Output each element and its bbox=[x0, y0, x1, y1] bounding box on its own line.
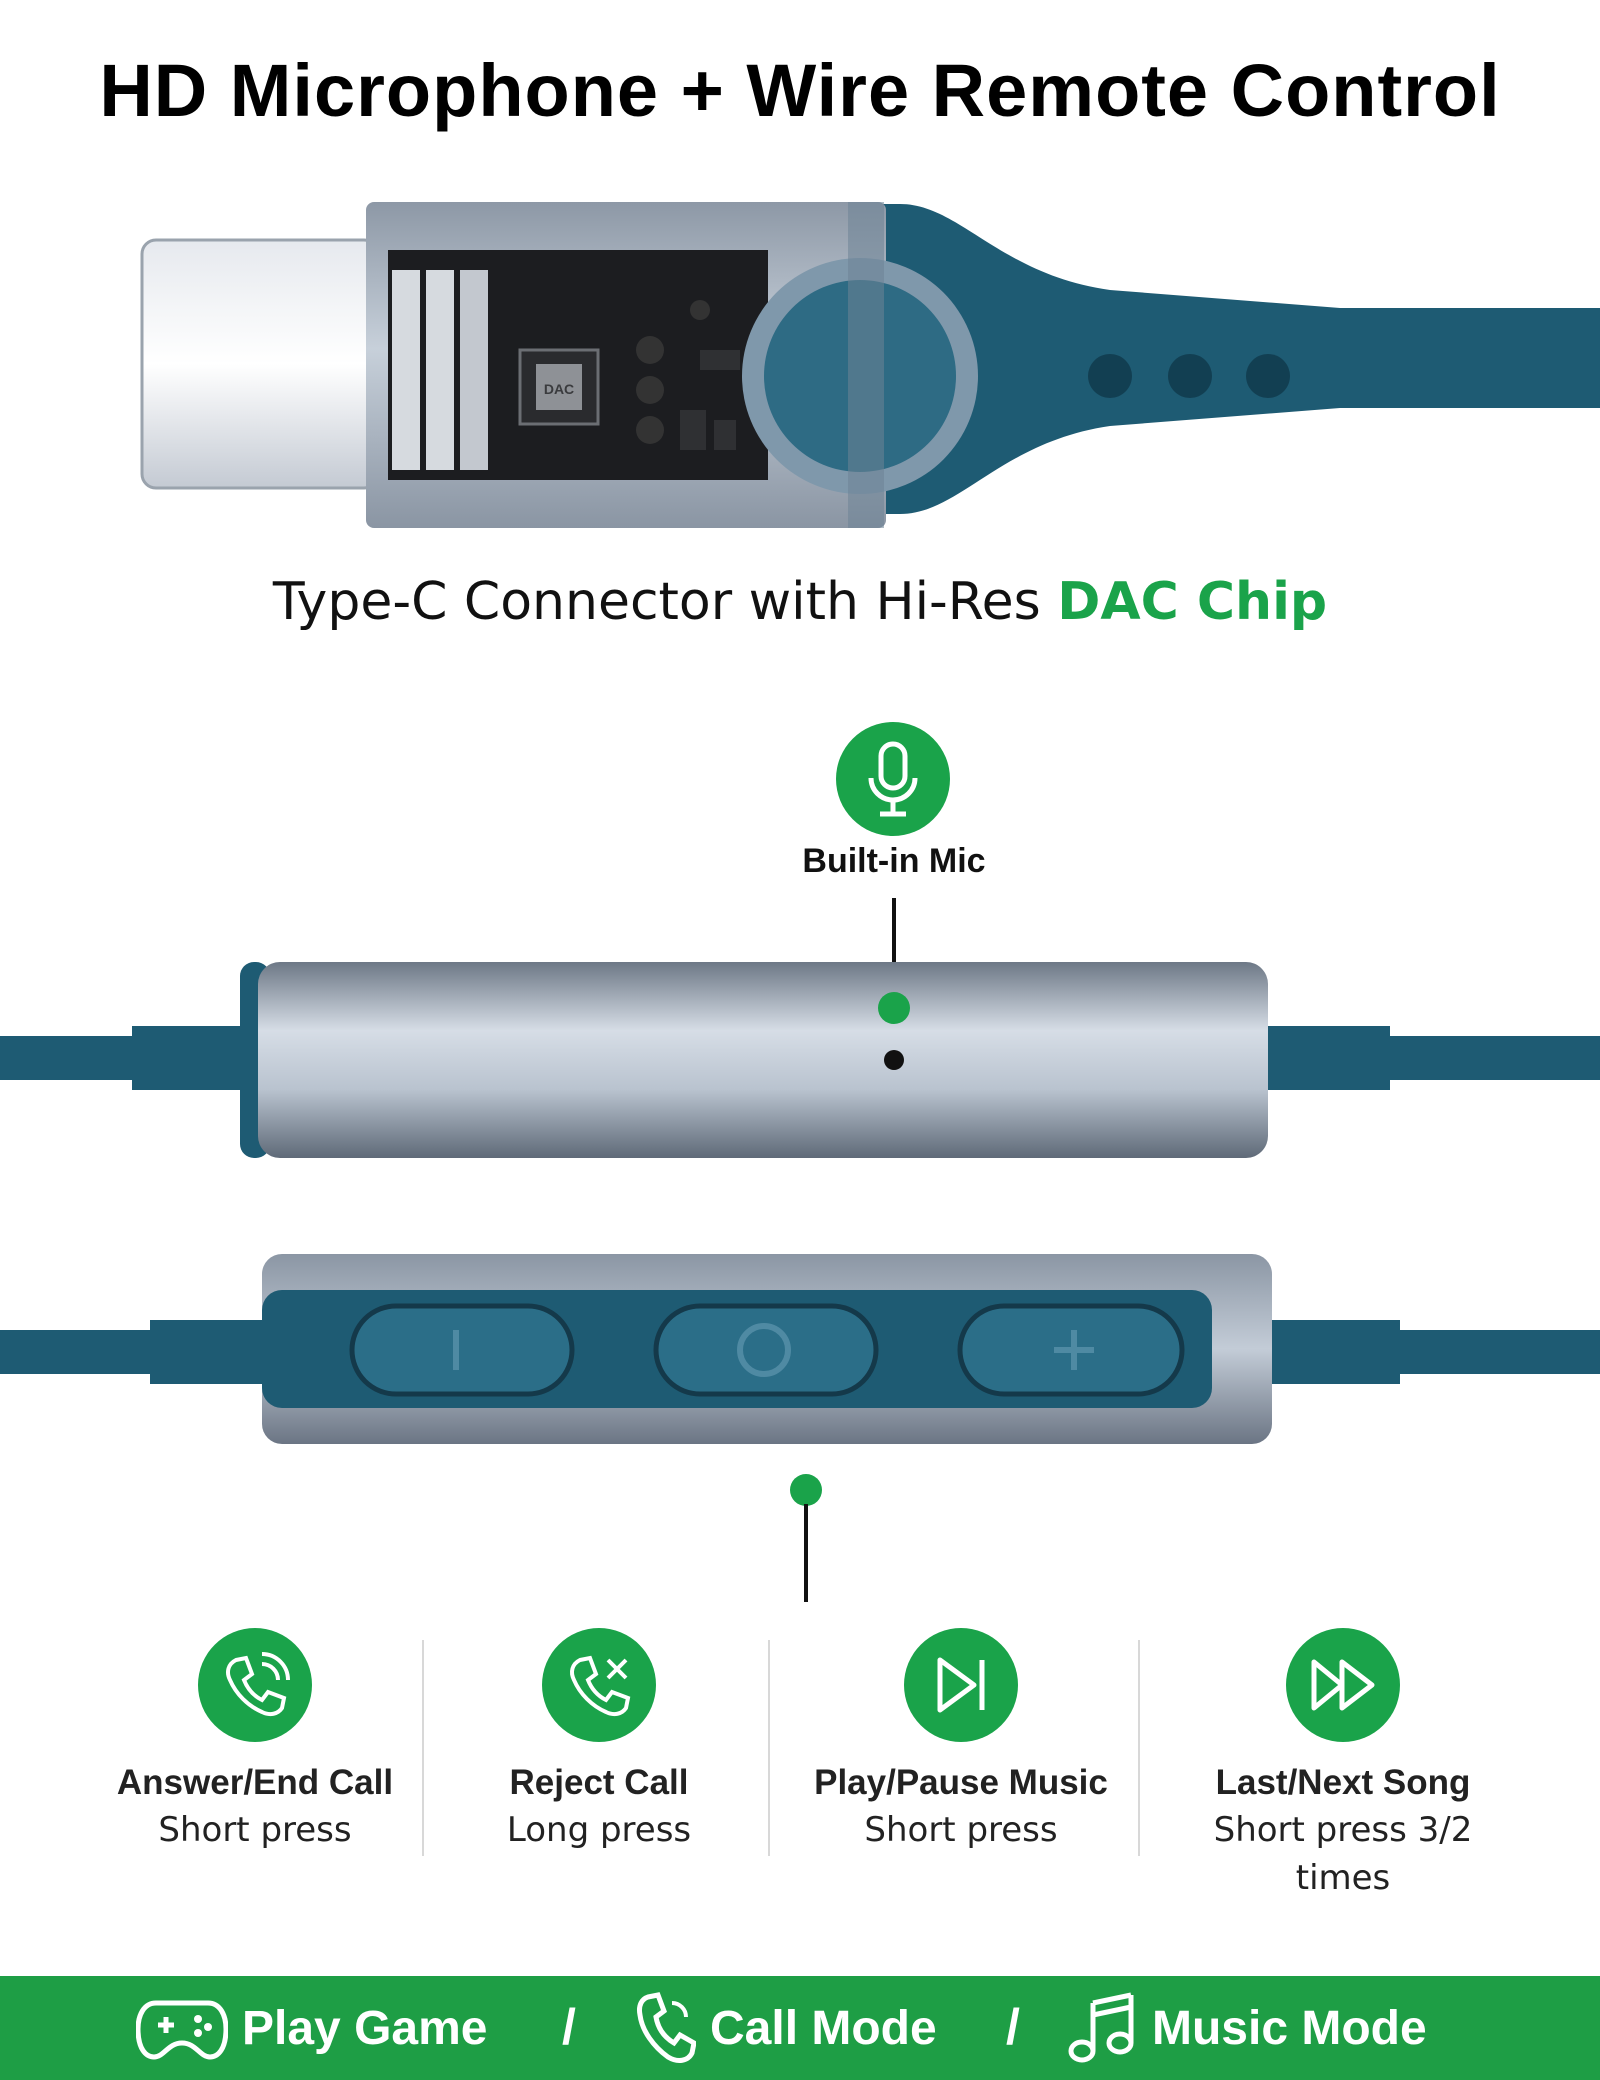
connector-caption: Type-C Connector with Hi-Res DAC Chip bbox=[0, 572, 1600, 632]
feature-title: Answer/End Call bbox=[116, 1763, 394, 1802]
feature-play-pause-music: Play/Pause Music Short press bbox=[786, 1628, 1136, 1854]
caption-text: Type-C Connector with Hi-Res bbox=[272, 572, 1058, 632]
phone-reject-icon bbox=[570, 1655, 631, 1717]
built-in-mic-label: Built-in Mic bbox=[802, 842, 986, 880]
column-divider bbox=[422, 1640, 424, 1856]
feature-last-next-song: Last/Next Song Short press 3/2 times bbox=[1168, 1628, 1518, 1902]
button-indicator-dot bbox=[790, 1474, 822, 1506]
icon-badge bbox=[198, 1628, 312, 1742]
fast-forward-icon bbox=[1311, 1659, 1375, 1711]
mic-hole bbox=[884, 1050, 904, 1070]
feature-title: Play/Pause Music bbox=[814, 1763, 1108, 1802]
type-c-connector-illustration: DAC bbox=[140, 202, 1600, 528]
microphone-icon bbox=[868, 741, 918, 817]
boot-hole bbox=[1088, 354, 1132, 398]
icon-badge bbox=[904, 1628, 1018, 1742]
phone-icon bbox=[637, 1992, 696, 2063]
feature-subtitle: Long press bbox=[506, 1810, 692, 1850]
feature-subtitle: Short press bbox=[158, 1810, 352, 1850]
mode-music: Music Mode bbox=[1066, 1976, 1427, 2080]
gamepad-icon bbox=[136, 2000, 228, 2060]
phone-ringing-icon bbox=[226, 1652, 290, 1717]
volume-up-button bbox=[957, 1303, 1185, 1397]
modes-bar: Play Game / Call Mode / Music Mode bbox=[0, 1976, 1600, 2080]
play-pause-icon bbox=[937, 1657, 985, 1713]
column-divider bbox=[1138, 1640, 1140, 1856]
play-pause-button bbox=[653, 1303, 879, 1397]
page-title: HD Microphone + Wire Remote Control bbox=[99, 49, 1501, 132]
feature-title: Reject Call bbox=[509, 1763, 689, 1802]
boot-hole bbox=[1168, 354, 1212, 398]
mode-label: Music Mode bbox=[1152, 2001, 1427, 2055]
caption-accent: DAC Chip bbox=[1057, 572, 1328, 632]
mic-indicator-dot bbox=[878, 992, 910, 1024]
feature-answer-end-call: Answer/End Call Short press bbox=[80, 1628, 430, 1854]
icon-badge bbox=[1286, 1628, 1400, 1742]
feature-reject-call: Reject Call Long press bbox=[424, 1628, 774, 1854]
remote-mic-side bbox=[258, 962, 1268, 1158]
icon-badge bbox=[542, 1628, 656, 1742]
feature-subtitle: Short press 3/2 times bbox=[1213, 1810, 1473, 1898]
mode-play-game: Play Game bbox=[136, 1976, 487, 2080]
mic-icon-badge bbox=[836, 722, 950, 836]
mode-call: Call Mode bbox=[636, 1976, 937, 2080]
remote-illustration bbox=[0, 898, 1600, 1602]
feature-subtitle: Short press bbox=[864, 1810, 1058, 1850]
column-divider bbox=[768, 1640, 770, 1856]
boot-hole bbox=[1246, 354, 1290, 398]
music-note-icon bbox=[1068, 1992, 1134, 2063]
mode-label: Play Game bbox=[242, 2001, 488, 2055]
volume-down-button bbox=[349, 1303, 575, 1397]
feature-title: Last/Next Song bbox=[1215, 1763, 1471, 1802]
usb-c-plug bbox=[140, 238, 380, 490]
mode-label: Call Mode bbox=[710, 2001, 937, 2055]
dac-chip-label: DAC bbox=[544, 381, 574, 397]
mode-separator: / bbox=[562, 1999, 576, 2055]
cable-boot bbox=[840, 204, 1340, 514]
mode-separator: / bbox=[1006, 1999, 1020, 2055]
